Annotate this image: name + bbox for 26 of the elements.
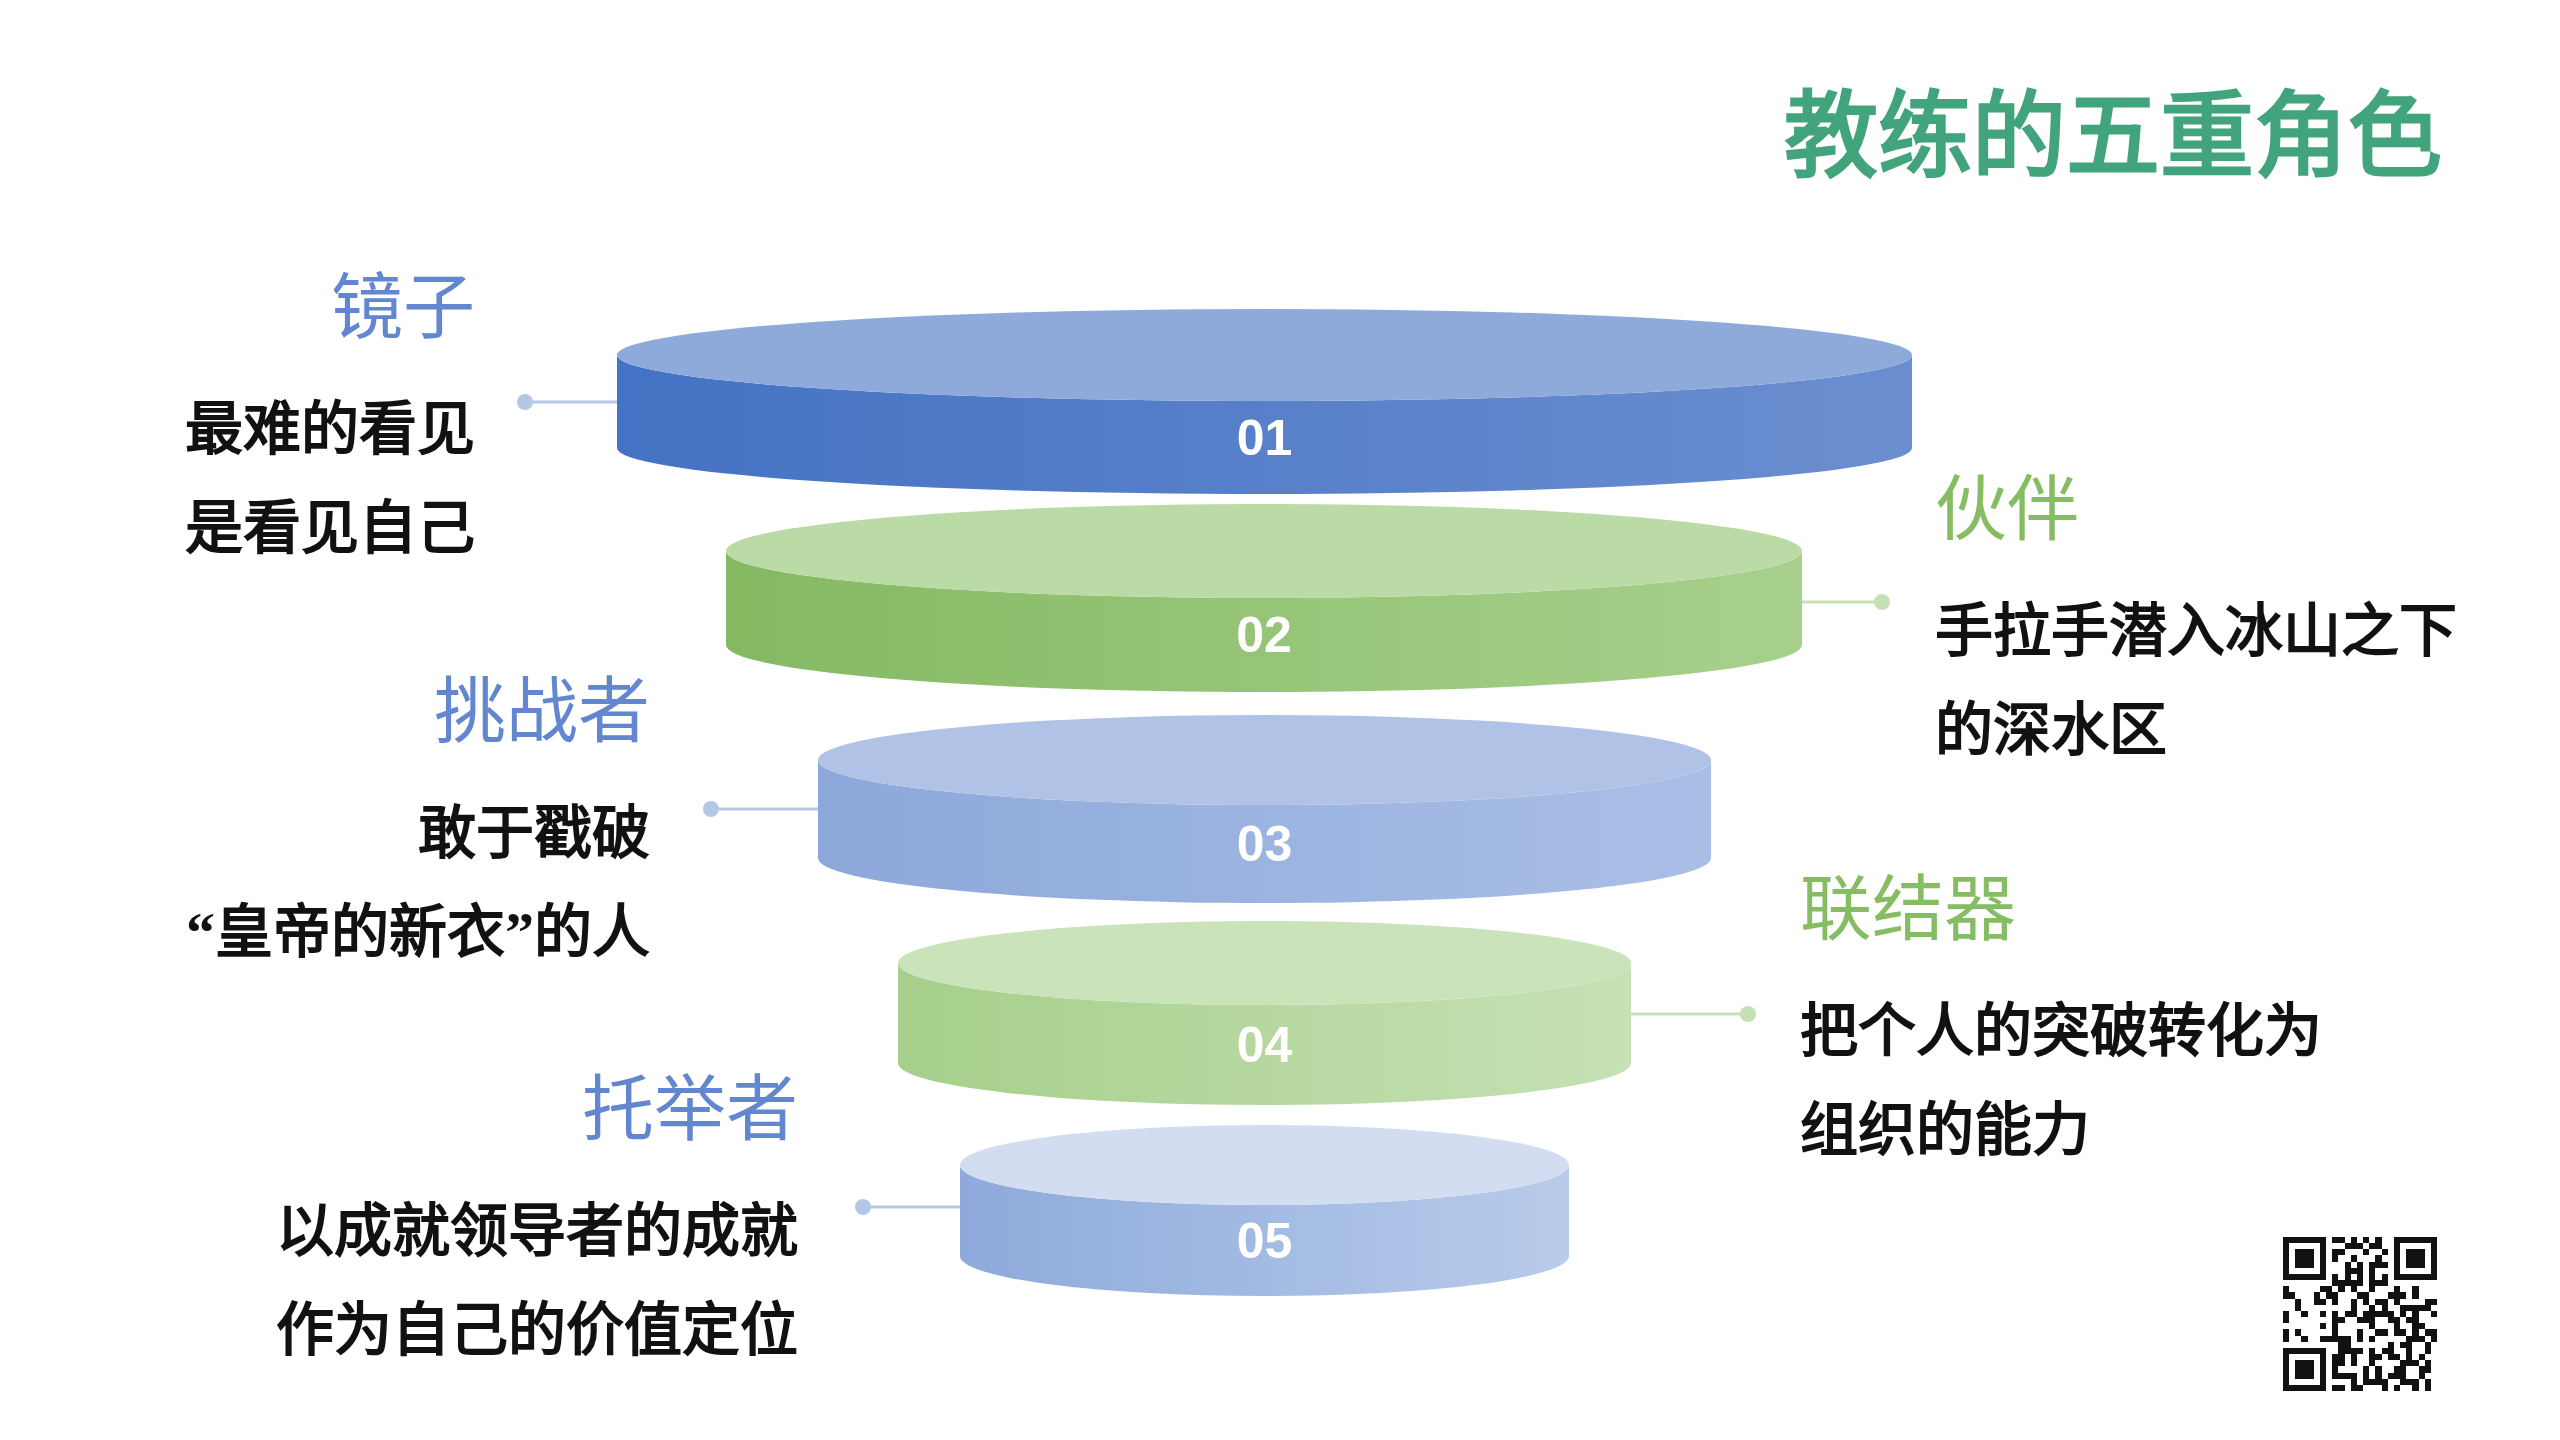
step-number: 03	[1236, 819, 1293, 869]
role-description: 手拉手潜入冰山之下的深水区	[1935, 598, 2458, 765]
step-number: 04	[1236, 1020, 1293, 1070]
funnel-layer	[960, 1125, 1569, 1296]
page-title: 教练的五重角色	[1784, 86, 2442, 190]
step-number: 05	[1236, 1215, 1293, 1266]
role-heading: 联结器	[1800, 869, 2016, 952]
role-description: 以成就领导者的成就作为自己的价值定位	[275, 1198, 798, 1365]
step-number: 02	[1236, 610, 1292, 660]
role-description: 最难的看见是看见自己	[184, 396, 475, 563]
leader-line	[517, 394, 617, 410]
funnel-layer	[818, 715, 1711, 903]
leader-line	[855, 1199, 960, 1215]
role-description: 把个人的突破转化为组织的能力	[1800, 998, 2323, 1165]
role-description: 敢于戳破“皇帝的新衣”的人	[185, 800, 650, 967]
funnel-layer	[617, 309, 1912, 494]
step-number: 01	[1236, 412, 1293, 463]
leader-line	[1631, 1006, 1756, 1022]
leader-line	[1802, 594, 1890, 610]
role-heading: 挑战者	[434, 671, 650, 754]
role-heading: 托举者	[582, 1069, 798, 1152]
funnel-layer	[726, 504, 1802, 692]
role-heading: 镜子	[331, 267, 475, 350]
funnel-layer	[898, 921, 1631, 1105]
role-heading: 伙伴	[1935, 469, 2079, 552]
leader-line	[703, 801, 818, 817]
